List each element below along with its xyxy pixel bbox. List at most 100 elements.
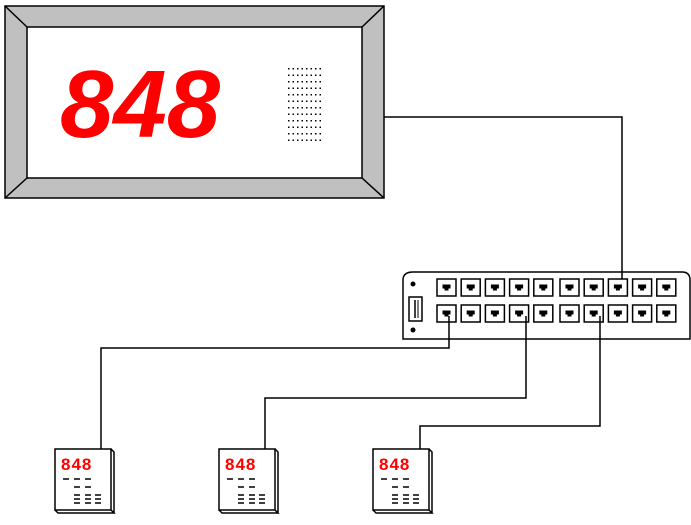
speaker-grille-dot — [315, 81, 317, 83]
frame-bevel-tl — [4, 5, 28, 28]
speaker-grille-dot — [292, 74, 294, 76]
speaker-grille-dot — [301, 100, 303, 102]
terminal-number: 848 — [379, 455, 410, 474]
network-switch-icon — [402, 271, 691, 340]
speaker-grille-dot — [292, 133, 294, 135]
speaker-grille-dot — [319, 139, 321, 141]
speaker-grille-dot — [292, 87, 294, 89]
terminal-text-lines — [381, 478, 419, 504]
cables — [100, 116, 623, 449]
speaker-grille-dot — [297, 68, 299, 70]
ethernet-port-icon — [583, 278, 604, 297]
speaker-grille-dot — [301, 94, 303, 96]
speaker-grille-dot — [297, 74, 299, 76]
speaker-grille-dot — [306, 133, 308, 135]
speaker-grille-dot — [292, 139, 294, 141]
speaker-grille-dot — [306, 100, 308, 102]
ethernet-port-icon — [484, 278, 506, 297]
ethernet-port-icon — [436, 304, 457, 323]
speaker-grille-dot — [306, 81, 308, 83]
speaker-grille-icon — [288, 68, 321, 141]
terminal-number: 848 — [225, 455, 256, 474]
speaker-grille-dot — [310, 74, 312, 76]
speaker-grille-dot — [315, 94, 317, 96]
speaker-grille-dot — [306, 120, 308, 122]
speaker-grille-dot — [306, 139, 308, 141]
frame-bevel-tr — [361, 5, 385, 28]
cable-terminal-3 — [419, 316, 601, 449]
speaker-grille-dot — [288, 133, 290, 135]
speaker-grille-dot — [310, 126, 312, 128]
speaker-grille-dot — [315, 113, 317, 115]
ethernet-port-icon — [508, 278, 530, 297]
speaker-grille-dot — [306, 126, 308, 128]
speaker-grille-dot — [310, 94, 312, 96]
speaker-grille-dot — [288, 81, 290, 83]
speaker-grille-dot — [310, 113, 312, 115]
speaker-grille-dot — [288, 74, 290, 76]
speaker-grille-dot — [301, 139, 303, 141]
speaker-grille-dot — [306, 74, 308, 76]
speaker-grille-dot — [301, 113, 303, 115]
main-display: 848 — [4, 5, 385, 199]
speaker-grille-dot — [288, 68, 290, 70]
main-display-panel — [26, 26, 363, 179]
speaker-grille-dot — [301, 126, 303, 128]
cable-main-display — [384, 116, 623, 279]
terminal-text-lines — [227, 478, 265, 504]
speaker-grille-dot — [288, 100, 290, 102]
ethernet-port-icon — [631, 278, 653, 297]
speaker-grille-dot — [310, 133, 312, 135]
ethernet-port-icon — [460, 304, 481, 323]
speaker-grille-dot — [310, 100, 312, 102]
speaker-grille-dot — [288, 113, 290, 115]
ethernet-port-icon — [607, 304, 629, 323]
speaker-grille-dot — [288, 139, 290, 141]
speaker-grille-dot — [315, 120, 317, 122]
speaker-grille-dot — [288, 94, 290, 96]
ethernet-port-icon — [533, 278, 554, 297]
cable-terminal-1 — [100, 316, 450, 449]
speaker-grille-dot — [310, 107, 312, 109]
speaker-grille-dot — [319, 133, 321, 135]
ethernet-port-icon — [656, 304, 677, 323]
terminal-foot — [372, 448, 434, 514]
speaker-grille-dot — [297, 133, 299, 135]
switch-led-top — [410, 281, 416, 287]
ethernet-port-icon — [607, 278, 629, 297]
speaker-grille-dot — [288, 120, 290, 122]
speaker-grille-dot — [310, 81, 312, 83]
speaker-grille-dot — [306, 87, 308, 89]
speaker-grille-dot — [319, 100, 321, 102]
speaker-grille-dot — [315, 100, 317, 102]
ethernet-port-icon — [460, 278, 481, 297]
speaker-grille-dot — [297, 120, 299, 122]
speaker-grille-dot — [297, 126, 299, 128]
speaker-grille-dot — [319, 81, 321, 83]
speaker-grille-dot — [319, 120, 321, 122]
speaker-grille-dot — [310, 120, 312, 122]
ethernet-port-icon — [559, 278, 580, 297]
speaker-grille-dot — [301, 107, 303, 109]
speaker-grille-dot — [319, 107, 321, 109]
speaker-grille-dot — [306, 113, 308, 115]
switch-port-grid — [436, 278, 677, 323]
speaker-grille-dot — [315, 74, 317, 76]
ethernet-port-icon — [559, 304, 580, 323]
terminal-3: 848 — [372, 448, 434, 514]
speaker-grille-dot — [292, 81, 294, 83]
speaker-grille-dot — [319, 68, 321, 70]
terminal-foot — [218, 448, 280, 514]
speaker-grille-dot — [315, 107, 317, 109]
speaker-grille-dot — [297, 87, 299, 89]
ethernet-port-icon — [533, 304, 554, 323]
ethernet-port-icon — [484, 304, 506, 323]
speaker-grille-dot — [310, 87, 312, 89]
speaker-grille-dot — [310, 139, 312, 141]
speaker-grille-dot — [297, 100, 299, 102]
cable-terminal-2 — [264, 316, 527, 449]
terminal-2: 848 — [218, 448, 280, 514]
speaker-grille-dot — [301, 74, 303, 76]
speaker-grille-dot — [306, 107, 308, 109]
